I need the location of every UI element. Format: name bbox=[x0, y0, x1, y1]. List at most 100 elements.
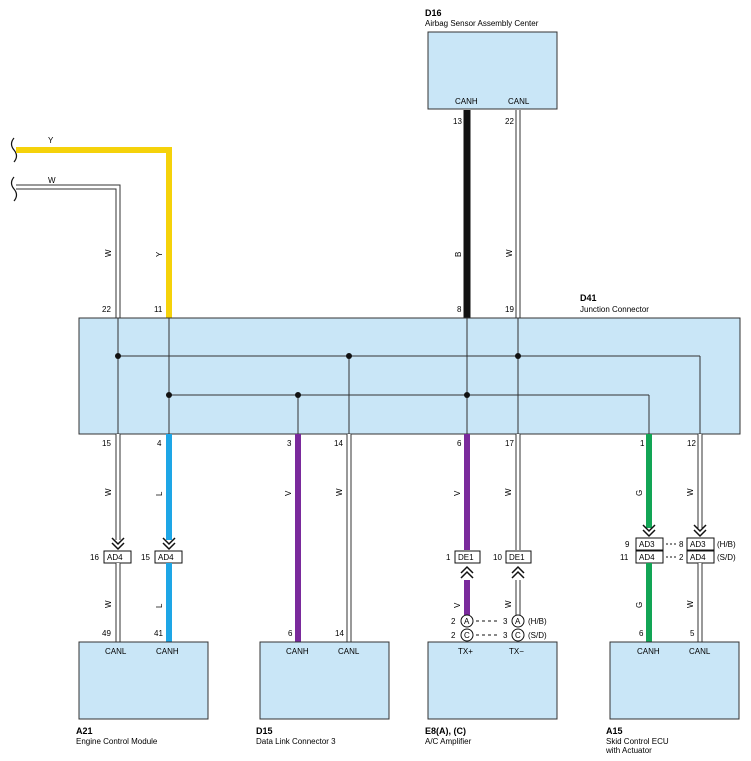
wire-label-w-a21-lower: W bbox=[104, 600, 113, 608]
wire-w-left bbox=[16, 184, 121, 318]
e8-pin-txminus: TX− bbox=[509, 647, 524, 656]
a15-pin-2: 2 bbox=[679, 553, 684, 562]
d16-name: Airbag Sensor Assembly Center bbox=[425, 19, 539, 28]
wire-label-w-a21-upper: W bbox=[104, 488, 113, 496]
d15-name: Data Link Connector 3 bbox=[256, 737, 336, 746]
d41-bottom-pin-4: 4 bbox=[157, 439, 162, 448]
a21-num-49: 49 bbox=[102, 629, 111, 638]
d41-bottom-pin-1: 1 bbox=[640, 439, 645, 448]
a15-box bbox=[609, 641, 740, 720]
a15-num-5: 5 bbox=[690, 629, 695, 638]
d41-code: D41 bbox=[580, 293, 597, 303]
wire-label-w-left: W bbox=[104, 249, 113, 257]
wire-y-left bbox=[16, 147, 172, 318]
d16-num-22: 22 bbox=[505, 117, 514, 126]
wire-break-w bbox=[10, 176, 18, 202]
arrow-de1-right bbox=[511, 565, 525, 579]
e8-pin-c-left: 2 bbox=[451, 631, 456, 640]
connector-ad3-left-label: AD3 bbox=[639, 540, 655, 549]
connector-de1-left bbox=[454, 550, 481, 564]
d41-bottom-pin-14: 14 bbox=[334, 439, 343, 448]
left-wire-label-w: W bbox=[48, 176, 56, 185]
a15-pin-9: 9 bbox=[625, 540, 630, 549]
terminal-c-right-label: C bbox=[515, 631, 521, 640]
connector-ad4-right-label: AD4 bbox=[158, 553, 174, 562]
a15-name: Skid Control ECU bbox=[606, 737, 669, 746]
arrow-ad4-right bbox=[162, 537, 176, 551]
terminal-a-left-label: A bbox=[464, 617, 470, 626]
connector-ad3-right bbox=[686, 537, 715, 551]
d16-code: D16 bbox=[425, 8, 442, 18]
d15-num-14: 14 bbox=[335, 629, 344, 638]
d15-pin-canl: CANL bbox=[338, 647, 360, 656]
e8-pin-c-right: 3 bbox=[503, 631, 508, 640]
d41-bottom-pin-6: 6 bbox=[457, 439, 462, 448]
terminal-a-left bbox=[460, 614, 474, 628]
terminal-a-right-label: A bbox=[515, 617, 521, 626]
wire-label-v-e8-lower: V bbox=[453, 602, 462, 608]
wire-break-y bbox=[10, 137, 18, 163]
e8-variant-hb: (H/B) bbox=[528, 617, 547, 626]
connector-de1-right bbox=[505, 550, 532, 564]
wire-label-l-a21-lower: L bbox=[155, 603, 164, 608]
a15-pin-canh: CANH bbox=[637, 647, 660, 656]
e8-name: A/C Amplifier bbox=[425, 737, 472, 746]
connector-ad4-a15-left-label: AD4 bbox=[639, 553, 655, 562]
terminal-c-left bbox=[460, 628, 474, 642]
e8-code: E8(A), (C) bbox=[425, 726, 466, 736]
d41-bottom-pin-15: 15 bbox=[102, 439, 111, 448]
wire-label-g-a15-upper: G bbox=[635, 490, 644, 496]
a15-variant-hb: (H/B) bbox=[717, 540, 736, 549]
wire-label-w-d16: W bbox=[505, 249, 514, 257]
d41-top-pin-19: 19 bbox=[505, 305, 514, 314]
terminal-c-left-label: C bbox=[464, 631, 470, 640]
a21-num-41: 41 bbox=[154, 629, 163, 638]
d15-box bbox=[259, 641, 390, 720]
a15-code: A15 bbox=[606, 726, 623, 736]
connector-de1-left-label: DE1 bbox=[458, 553, 474, 562]
a21-name: Engine Control Module bbox=[76, 737, 158, 746]
d15-num-6: 6 bbox=[288, 629, 293, 638]
arrow-a15-right bbox=[693, 524, 707, 538]
e8-pin-a-right: 3 bbox=[503, 617, 508, 626]
a21-pin-canh: CANH bbox=[156, 647, 179, 656]
e8-pin-txplus: TX+ bbox=[458, 647, 473, 656]
d16-num-13: 13 bbox=[453, 117, 462, 126]
wire-label-l-a21-upper: L bbox=[155, 491, 164, 496]
a21-code: A21 bbox=[76, 726, 93, 736]
arrow-a15-left bbox=[642, 524, 656, 538]
terminal-c-right bbox=[511, 628, 525, 642]
d41-internal-bus bbox=[117, 318, 701, 434]
left-wire-label-y: Y bbox=[48, 136, 54, 145]
d16-box bbox=[427, 31, 558, 110]
e8-pin-a-left: 2 bbox=[451, 617, 456, 626]
connector-ad4-left-label: AD4 bbox=[107, 553, 123, 562]
connector-ad3-left bbox=[635, 537, 664, 551]
connector-ad4-right-pin: 15 bbox=[141, 553, 150, 562]
d41-top-pin-11: 11 bbox=[154, 305, 163, 314]
arrow-de1-left bbox=[460, 565, 474, 579]
d41-top-pin-22: 22 bbox=[102, 305, 111, 314]
d41-bottom-pin-17: 17 bbox=[505, 439, 514, 448]
wire-label-g-a15-lower: G bbox=[635, 602, 644, 608]
d41-box bbox=[78, 317, 741, 435]
connector-de1-right-label: DE1 bbox=[509, 553, 525, 562]
connector-de1-right-pin: 10 bbox=[493, 553, 502, 562]
d16-pin-canl: CANL bbox=[508, 97, 530, 106]
wire-label-w-d15: W bbox=[335, 488, 344, 496]
d15-pin-canh: CANH bbox=[286, 647, 309, 656]
wire-label-w-a15-lower: W bbox=[686, 600, 695, 608]
d15-code: D15 bbox=[256, 726, 273, 736]
a15-pin-8: 8 bbox=[679, 540, 684, 549]
wire-label-v-e8-upper: V bbox=[453, 490, 462, 496]
a15-variant-sd: (S/D) bbox=[717, 553, 736, 562]
a21-pin-canl: CANL bbox=[105, 647, 127, 656]
d16-pin-canh: CANH bbox=[455, 97, 478, 106]
d41-splice-dots bbox=[115, 353, 521, 398]
e8-box bbox=[427, 641, 558, 720]
connector-de1-left-pin: 1 bbox=[446, 553, 451, 562]
a15-num-6: 6 bbox=[639, 629, 644, 638]
wire-label-y-left: Y bbox=[155, 251, 164, 257]
connector-ad3-right-label: AD3 bbox=[690, 540, 706, 549]
